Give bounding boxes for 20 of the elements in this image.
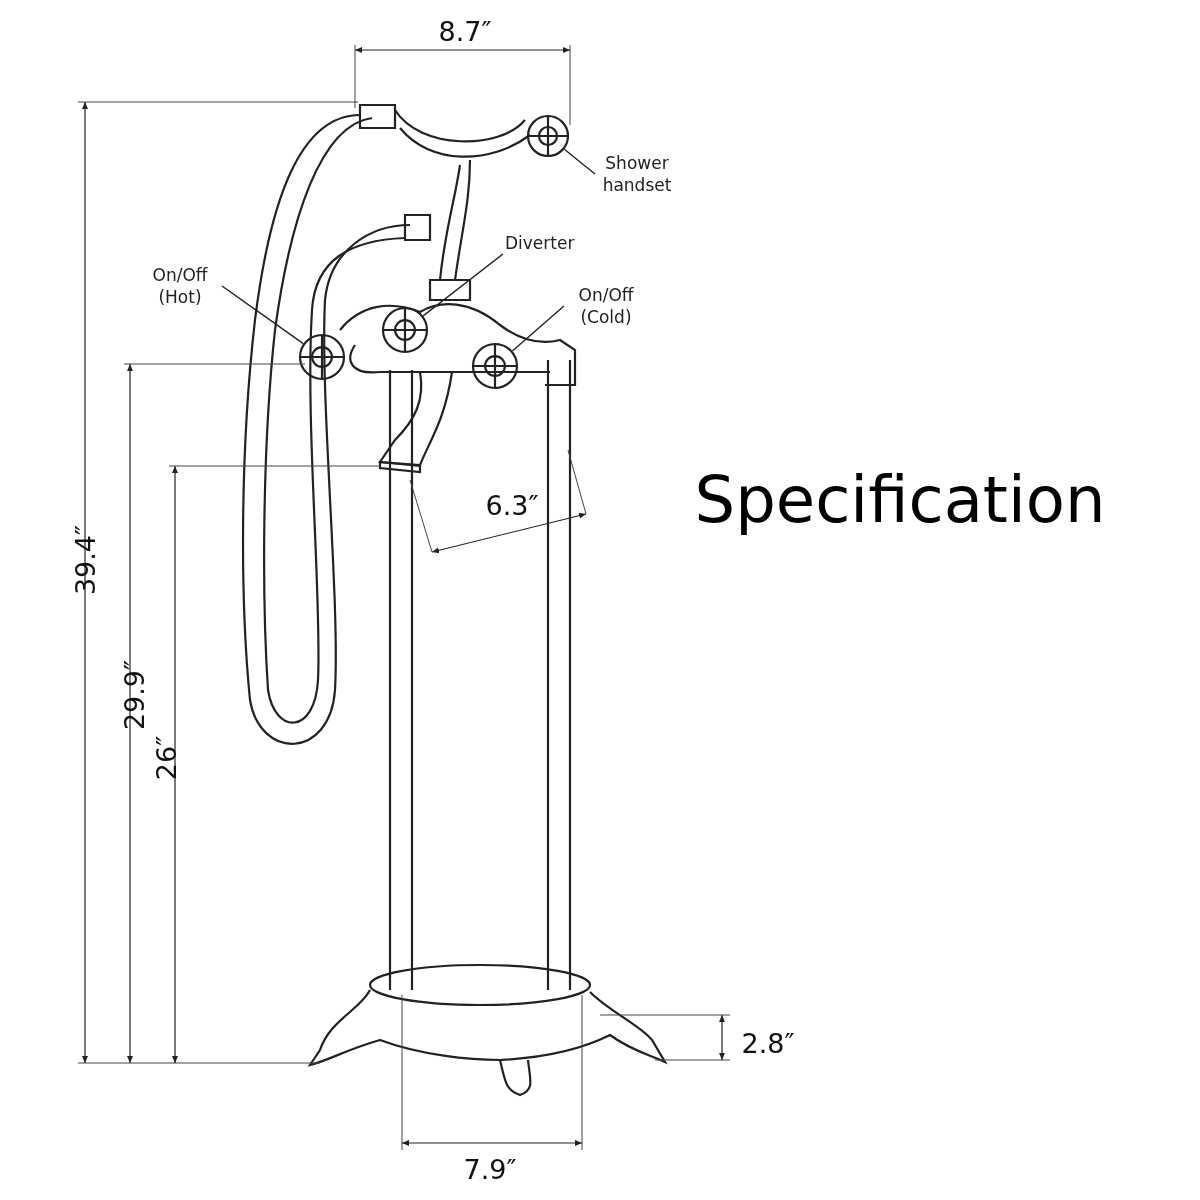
dimension-label: 2.8″ bbox=[741, 1029, 795, 1059]
callout-label: Shower handset bbox=[597, 152, 677, 196]
handle-knob bbox=[298, 333, 346, 381]
shower-head bbox=[526, 114, 570, 158]
callout-label: On/Off (Hot) bbox=[140, 264, 220, 308]
callout-label: On/Off (Cold) bbox=[566, 284, 646, 328]
dimension-label: 29.9″ bbox=[120, 659, 151, 730]
handle-knob bbox=[471, 342, 519, 390]
title: Specification bbox=[694, 463, 1106, 537]
leader-line bbox=[563, 148, 596, 175]
callout-label: Diverter bbox=[505, 232, 575, 254]
dimension-label: 26″ bbox=[152, 735, 183, 780]
leader-line bbox=[422, 253, 504, 317]
leader-line bbox=[221, 285, 304, 345]
leader-line bbox=[511, 305, 565, 352]
dimension-label: 7.9″ bbox=[463, 1155, 517, 1185]
dimension-label: 6.3″ bbox=[485, 491, 539, 521]
dimension-label: 8.7″ bbox=[438, 17, 492, 47]
handle-knob bbox=[381, 306, 429, 354]
dimension-label: 39.4″ bbox=[71, 524, 102, 595]
